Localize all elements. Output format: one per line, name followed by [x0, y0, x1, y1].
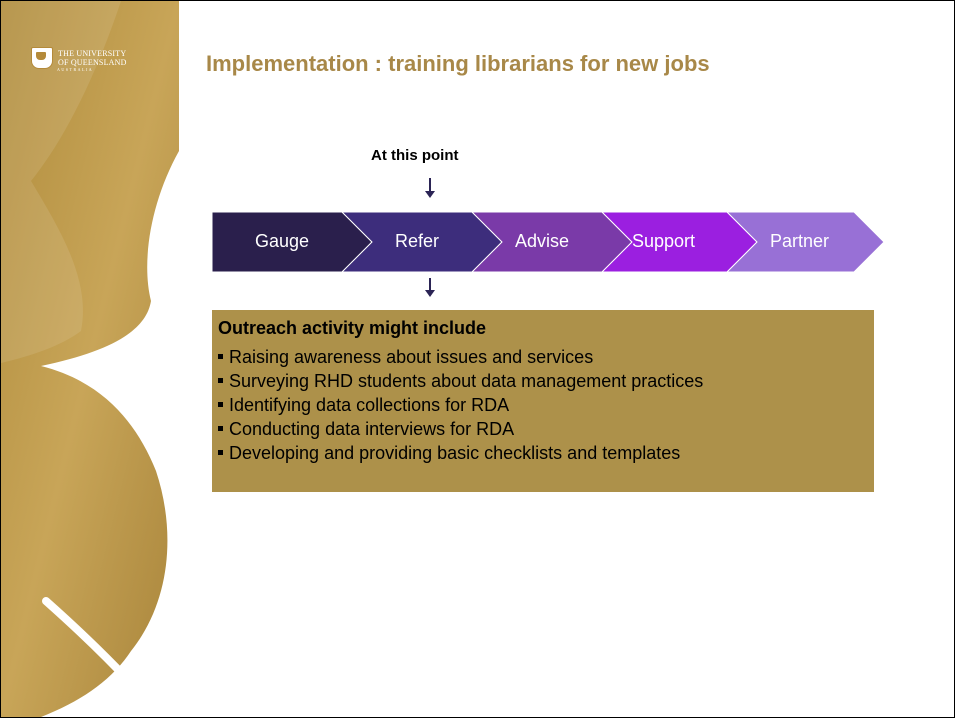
bullet-icon [218, 378, 223, 384]
chevron-refer [341, 212, 503, 272]
step-advise-label: Advise [515, 231, 570, 251]
bullet-icon [218, 450, 223, 456]
crest-icon [31, 47, 53, 69]
step-gauge-label: Gauge [255, 231, 310, 251]
chevron-support [601, 212, 758, 272]
down-arrow-icon-2 [425, 278, 435, 297]
list-item: Conducting data interviews for RDA [218, 417, 703, 441]
bullet-icon [218, 402, 223, 408]
bullet-icon [218, 426, 223, 432]
process-chevrons: Gauge Refer Advise Support Partner [212, 212, 884, 272]
bullet-icon [218, 354, 223, 360]
logo-subtext: AUSTRALIA [57, 67, 94, 72]
chevron-partner [726, 212, 884, 272]
list-item: Developing and providing basic checklist… [218, 441, 703, 465]
university-logo: THE UNIVERSITY OF QUEENSLAND [31, 47, 127, 69]
logo-text: THE UNIVERSITY OF QUEENSLAND [58, 49, 127, 67]
chevron-advise [471, 212, 633, 272]
list-item: Identifying data collections for RDA [218, 393, 703, 417]
outreach-list: Raising awareness about issues and servi… [218, 345, 703, 465]
slide-title: Implementation : training librarians for… [206, 51, 710, 76]
outreach-title: Outreach activity might include [218, 318, 487, 338]
list-item: Raising awareness about issues and servi… [218, 345, 703, 369]
step-partner-label: Partner [770, 231, 830, 251]
down-arrow-icon [425, 178, 435, 198]
list-item: Surveying RHD students about data manage… [218, 369, 703, 393]
outreach-box: Outreach activity might include Raising … [212, 310, 874, 492]
step-support-label: Support [632, 231, 696, 251]
step-refer-label: Refer [395, 231, 440, 251]
point-label: At this point [371, 147, 459, 164]
